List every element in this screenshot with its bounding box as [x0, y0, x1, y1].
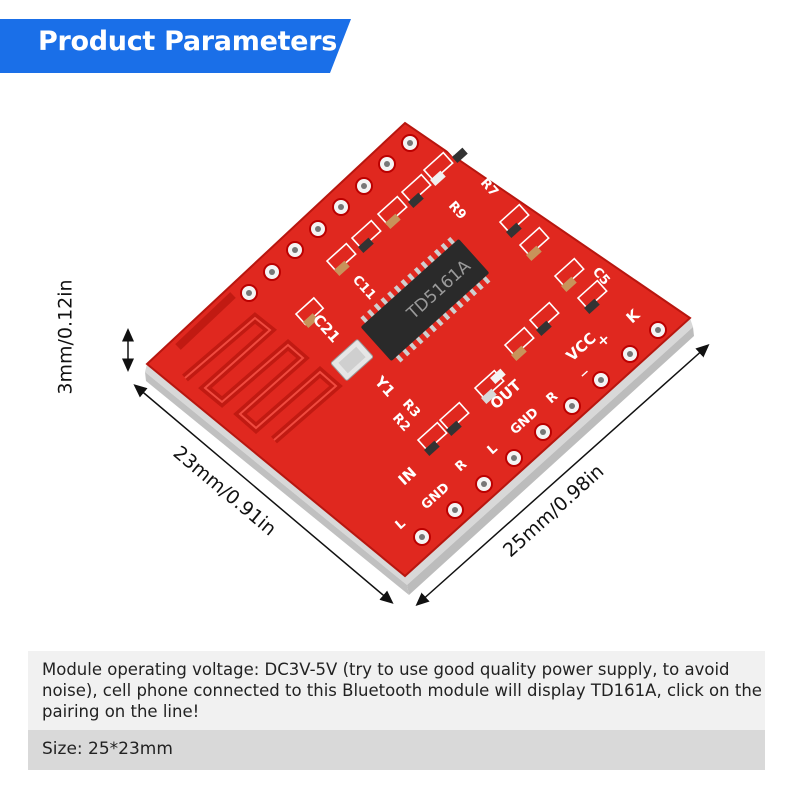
page-title: Product Parameters: [38, 26, 337, 57]
size-text: Size: 25*23mm: [42, 739, 173, 759]
crystal-oscillator: [330, 339, 374, 381]
height-label: 3mm/0.12in: [54, 279, 77, 395]
left-width-arrow: [133, 384, 394, 604]
header-banner: [0, 19, 351, 73]
right-width-arrow: [415, 344, 710, 606]
description-box: Module operating voltage: DC3V-5V (try t…: [28, 651, 765, 730]
size-box: Size: 25*23mm: [28, 730, 765, 770]
top-pin-row: [240, 134, 419, 302]
product-image: TD5161A C21 Y1 R7 R9 R3 R2 C5 C11 IN GND…: [122, 121, 710, 606]
description-text: Module operating voltage: DC3V-5V (try t…: [42, 660, 762, 721]
component-footprints: [294, 129, 608, 452]
